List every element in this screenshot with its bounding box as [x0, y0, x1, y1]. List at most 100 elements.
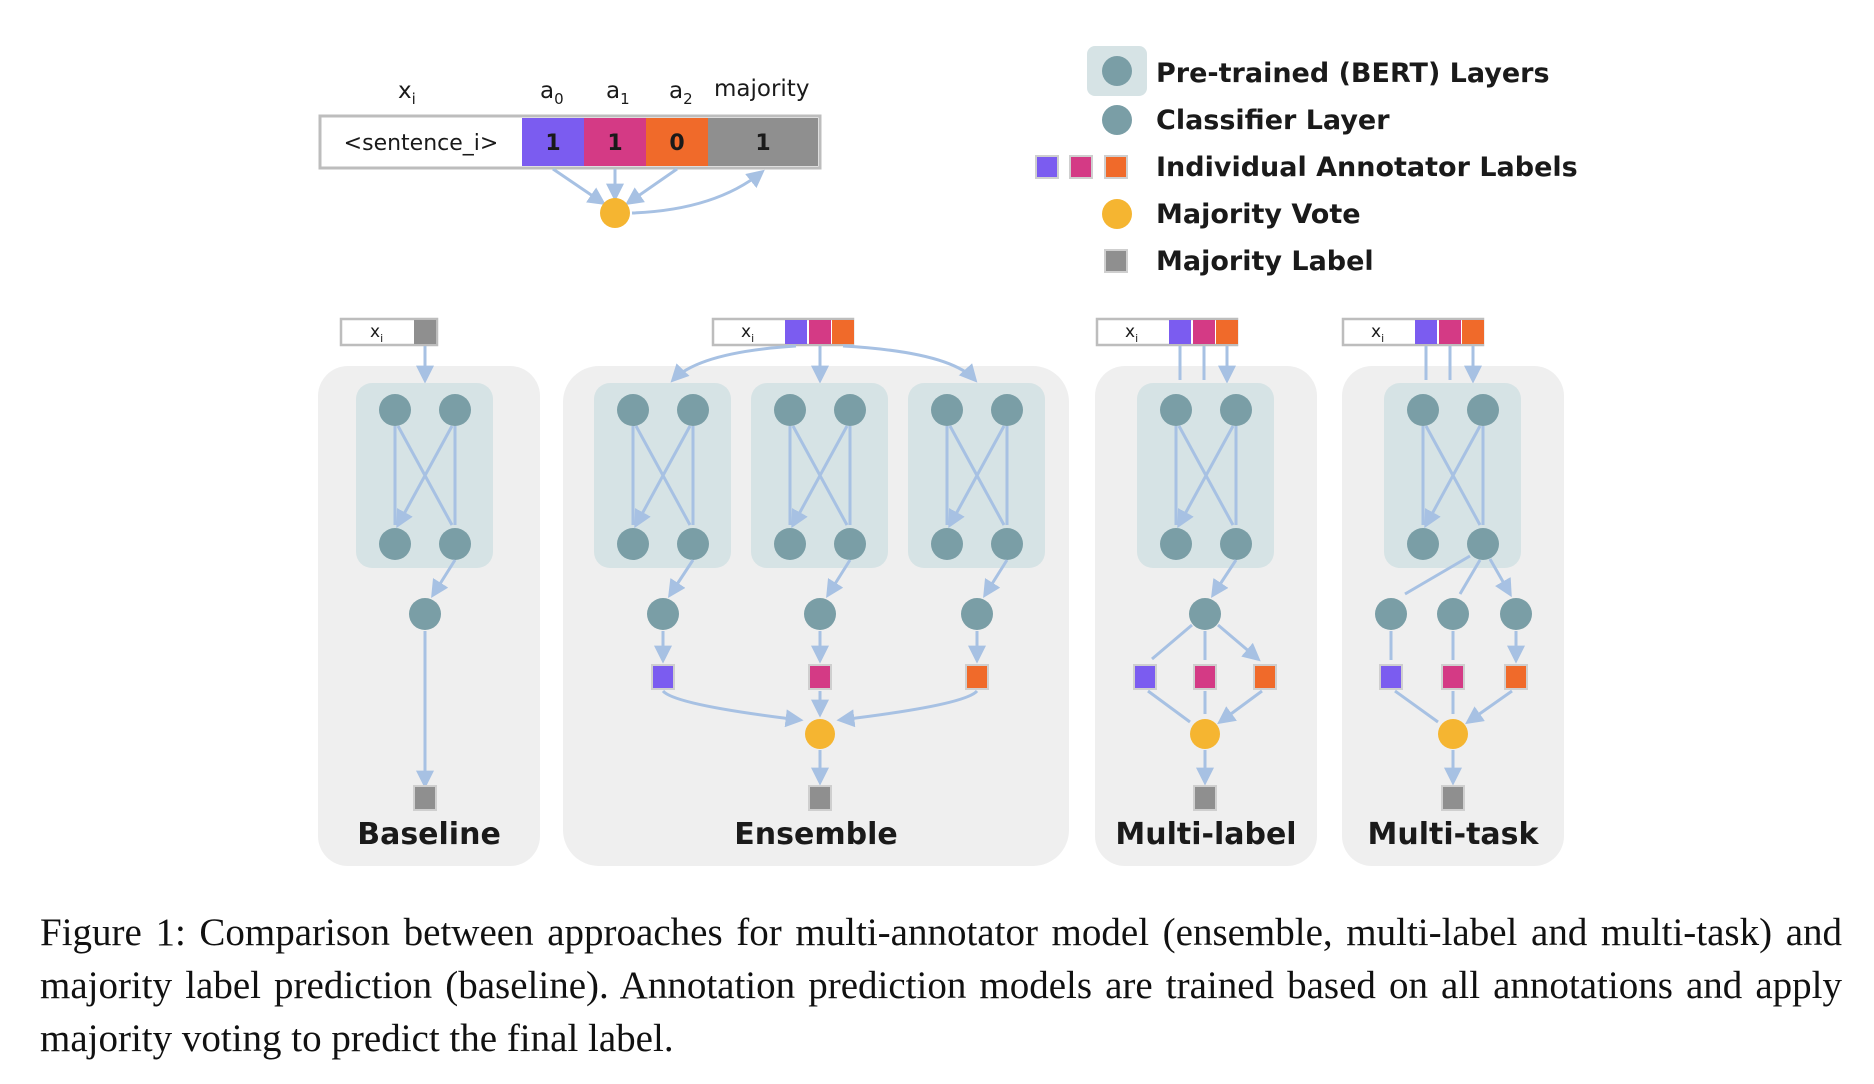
classifier-node — [1189, 598, 1221, 630]
bert-node — [1407, 394, 1439, 426]
annotator-label-output — [1133, 664, 1157, 690]
multilabel-output-majority-label — [1193, 785, 1217, 811]
annotator-label-output — [1504, 664, 1528, 690]
majority-vote-node — [805, 719, 835, 749]
annotator-label-output — [965, 664, 989, 690]
bert-node — [677, 394, 709, 426]
baseline-diagram: xi — [339, 317, 493, 811]
ensemble-input-annotator-2 — [832, 320, 854, 344]
header-a0: a0 — [540, 78, 564, 108]
bert-node — [1407, 528, 1439, 560]
example-majority-vote-node — [600, 198, 630, 228]
majority-vote-node — [1438, 719, 1468, 749]
legend-label-majority-vote: Majority Vote — [1156, 199, 1361, 230]
annotator-label-output — [651, 664, 675, 690]
bert-node — [1160, 528, 1192, 560]
bert-node — [774, 528, 806, 560]
header-a1: a1 — [606, 78, 630, 108]
bert-node — [677, 528, 709, 560]
annotator-label-output — [1379, 664, 1403, 690]
bert-node — [379, 528, 411, 560]
annotator-label-output — [1441, 664, 1465, 690]
header-a2: a2 — [669, 78, 693, 108]
annotator-2-value: 0 — [669, 131, 684, 156]
annotator-labels-icon — [1035, 155, 1128, 179]
multitask-output-majority-label — [1441, 785, 1465, 811]
bert-node — [991, 394, 1023, 426]
baseline-input-label: xi — [370, 322, 383, 345]
bert-node — [1160, 394, 1192, 426]
multitask-diagram: xi — [1341, 317, 1532, 811]
bert-node — [1220, 528, 1252, 560]
panel-title-multitask: Multi-task — [1368, 817, 1540, 852]
panel-title-baseline: Baseline — [357, 817, 501, 852]
example-row: xi a0 a1 a2 majority <sentence_i> 1 1 0 … — [318, 76, 822, 228]
multilabel-input-annotator-1 — [1193, 320, 1215, 344]
annotator-1-cell — [584, 118, 646, 166]
bert-node — [379, 394, 411, 426]
baseline-input: xi — [339, 317, 439, 347]
legend: Pre-trained (BERT) Layers Classifier Lay… — [1035, 46, 1578, 277]
multitask-input-annotator-1 — [1439, 320, 1461, 344]
figure-caption: Figure 1: Comparison between approaches … — [40, 911, 1842, 1060]
annotator-2-cell — [646, 118, 708, 166]
baseline-output-majority-label — [413, 785, 437, 811]
ensemble-input-annotator-1 — [809, 320, 831, 344]
panel-title-multilabel: Multi-label — [1115, 817, 1296, 852]
bert-node — [1467, 394, 1499, 426]
annotator-label-output — [808, 664, 832, 690]
classifier-node-icon — [1102, 105, 1132, 135]
ensemble-input-annotator-0 — [785, 320, 807, 344]
sentence-cell — [322, 118, 522, 166]
bert-node — [931, 528, 963, 560]
header-majority: majority — [714, 76, 809, 102]
classifier-node — [647, 598, 679, 630]
legend-label-bert: Pre-trained (BERT) Layers — [1156, 58, 1550, 89]
bert-node — [1220, 394, 1252, 426]
classifier-node — [961, 598, 993, 630]
bert-node — [617, 394, 649, 426]
multilabel-diagram: xi — [1095, 317, 1277, 811]
classifier-node — [409, 598, 441, 630]
multitask-input: xi — [1341, 317, 1485, 347]
bert-node — [931, 394, 963, 426]
bert-node — [774, 394, 806, 426]
figure-diagram: xi a0 a1 a2 majority <sentence_i> 1 1 0 … — [318, 46, 1578, 866]
bert-node — [834, 528, 866, 560]
majority-value: 1 — [755, 131, 770, 156]
panel-title-ensemble: Ensemble — [734, 817, 897, 852]
annotator-label-output — [1193, 664, 1217, 690]
bert-node — [439, 528, 471, 560]
header-x: xi — [398, 78, 416, 108]
baseline-input-majority-label — [414, 320, 436, 344]
majority-cell — [708, 118, 818, 166]
multilabel-input-label: xi — [1125, 322, 1138, 345]
multilabel-input-annotator-0 — [1169, 320, 1191, 344]
ensemble-input: xi — [711, 317, 855, 347]
legend-label-classifier: Classifier Layer — [1156, 105, 1390, 136]
multitask-input-label: xi — [1371, 322, 1384, 345]
classifier-node — [804, 598, 836, 630]
annotator-0-value: 1 — [545, 131, 560, 156]
multitask-input-annotator-2 — [1462, 320, 1484, 344]
majority-label-icon — [1104, 249, 1128, 273]
ensemble-input-label: xi — [741, 322, 754, 345]
multilabel-input: xi — [1095, 317, 1239, 347]
classifier-node — [1375, 598, 1407, 630]
ensemble-diagram: xi — [594, 317, 1045, 811]
classifier-node — [1500, 598, 1532, 630]
annotator-label-output — [1253, 664, 1277, 690]
bert-node — [439, 394, 471, 426]
multitask-input-annotator-0 — [1415, 320, 1437, 344]
bert-node — [834, 394, 866, 426]
legend-label-majority-label: Majority Label — [1156, 246, 1374, 277]
majority-vote-node — [1190, 719, 1220, 749]
bert-node — [991, 528, 1023, 560]
annotator-0-cell — [522, 118, 584, 166]
multilabel-input-annotator-2 — [1216, 320, 1238, 344]
ensemble-output-majority-label — [808, 785, 832, 811]
classifier-node — [1437, 598, 1469, 630]
annotator-1-value: 1 — [607, 131, 622, 156]
legend-label-annotators: Individual Annotator Labels — [1156, 152, 1578, 183]
majority-vote-icon — [1102, 199, 1132, 229]
